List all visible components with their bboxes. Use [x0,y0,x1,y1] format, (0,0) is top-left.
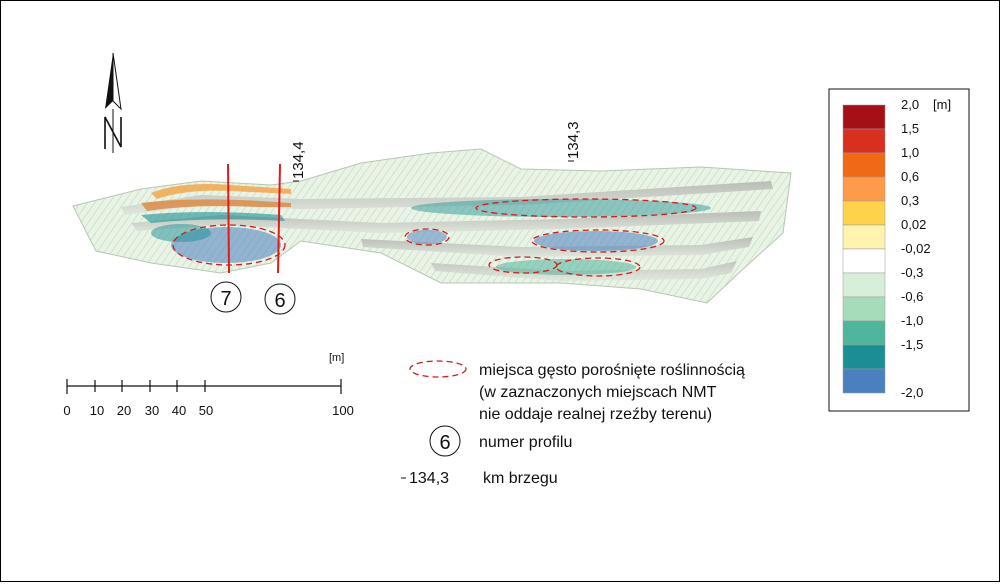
terrace-middle [131,211,761,233]
scale-tick-label: 100 [332,403,354,418]
scale-tick-label: 20 [117,403,131,418]
profile-symbol-circle [429,425,461,457]
profile-line-7 [227,163,230,274]
color-scale-label: -1,0 [901,313,923,328]
legend-profile-label: numer profilu [479,434,572,451]
color-scale-swatch [842,224,886,250]
color-scale-swatches: 2,0 1,5 1,0 0,6 0,3 0,02 -0,02 -0,3 -0,6 -1,0 -1,5… [842,97,931,400]
vegetation-outline [531,229,665,253]
color-scale-label: -0,6 [901,289,923,304]
color-scale-swatch [842,176,886,202]
vegetation-outline [475,198,697,218]
depression-patch-bottom [496,259,636,275]
scale-tick-label: 50 [199,403,213,418]
color-scale-swatch [842,296,886,322]
km-label-134-4: 134,4 [290,141,307,182]
legend-profile-symbol: 6 [439,432,450,454]
profile-marker-6: 6 [264,283,296,315]
color-scale-swatch [842,200,886,226]
scale-bar: [m] 0 10 20 30 40 50 100 [63,352,353,418]
scale-tick-label: 30 [145,403,159,418]
legend-vegetation-line3: nie oddaje realnej rzeźby terenu) [479,406,712,423]
depression-patch-left-2 [151,224,211,242]
km-label-text: 134,4 [290,141,307,179]
north-arrow-light-half [112,52,122,111]
depression-patch-mid [534,231,658,251]
color-scale-label: 0,02 [901,217,926,232]
north-arrow-dark-half [105,53,113,109]
profile-marker-7: 7 [210,281,242,313]
vegetation-symbol [409,360,467,378]
vegetation-outline [555,257,641,277]
depression-patch-small [407,230,447,244]
north-arrow [104,52,122,153]
color-scale-unit: [m] [933,97,951,112]
km-label-text: 134,3 [565,121,582,159]
km-label-134-3: 134,3 [565,121,582,162]
accretion-band-2 [141,199,291,211]
color-scale-label: -2,0 [901,385,923,400]
color-scale-label: 1,0 [901,145,919,160]
color-scale-swatch [842,272,886,298]
color-scale-label: -1,5 [901,337,923,352]
scale-tick-label: 0 [63,403,70,418]
terrain-map [72,148,792,304]
color-scale-label: 1,5 [901,121,919,136]
legend-vegetation-line2: (w zaznaczonych miejscach NMT [479,384,717,401]
profile-line-6 [277,163,281,274]
legend-km-symbol: 134,3 [409,470,449,487]
color-scale-swatch [842,128,886,154]
scale-tick-label: 10 [90,403,104,418]
color-scale-swatch [842,368,886,394]
erosion-band-1 [141,212,285,223]
scale-tick-label: 40 [172,403,186,418]
vegetation-outline [404,228,450,246]
color-scale-label: 0,3 [901,193,919,208]
profile-number-6: 6 [274,290,285,312]
color-scale-swatch [842,320,886,346]
legend-vegetation-line1: miejsca gęsto porośnięte roślinnością [479,362,745,379]
color-scale-swatch [842,152,886,178]
color-scale-swatch [842,104,886,130]
depression-patch-upper-right [411,199,711,217]
vegetation-areas [172,198,697,277]
color-scale-swatch [842,344,886,370]
legend-km-label: km brzegu [483,470,558,487]
color-scale-label: 0,6 [901,169,919,184]
map-legend: miejsca gęsto porośnięte roślinnością (w… [401,360,745,487]
accretion-band-1 [151,184,291,199]
profile-number-7: 7 [220,288,231,310]
color-scale-label: -0,3 [901,265,923,280]
color-scale: 2,0 1,5 1,0 0,6 0,3 0,02 -0,02 -0,3 -0,6 -1,0 -1,5… [828,88,970,412]
color-scale-label: 2,0 [901,97,919,112]
scale-unit: [m] [329,352,344,364]
color-scale-label: -0,02 [901,241,931,256]
color-scale-swatch [842,248,886,274]
